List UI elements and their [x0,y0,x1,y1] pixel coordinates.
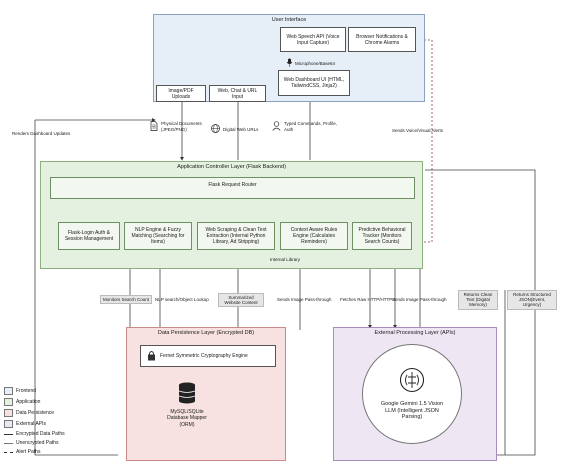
globe-icon [211,124,220,134]
returns-structured-label: Returns Structured JSON(Event, Urgency) [507,290,557,310]
summarized-label: Summarized Website Content [218,293,264,308]
legend-swatch [4,420,13,428]
microphone-icon [286,58,293,68]
legend-external: External APIs [4,420,78,428]
legend-encrypted: Encrypted Data Paths [4,431,78,437]
image-pass-2-label: Sends Image Pass-through [392,297,447,302]
monitors-search-label: Monitors Search Count [100,295,153,305]
legend-persistence: Data Persistence [4,409,78,417]
digital-urls-label: Digital Web URLs [223,126,259,132]
returns-clean-label: Returns Clean Text (Digital Memory) [458,290,498,310]
physical-docs-input: Physical Documents (JPEG/PNG) [150,121,203,132]
typed-commands-label: Typed Commands, Profile, Auth [284,121,338,132]
legend-label: Alert Paths [16,449,41,455]
module-rules: Context Aware Rules Engine (Calculates R… [280,222,348,250]
image-pass-1-label: Sends Image Pass-through [277,297,332,302]
nlp-search-label: NLP search/Object Lookup [155,297,209,302]
legend-label: Frontend [16,388,37,394]
legend-alert: Alert Paths [4,449,78,455]
lock-icon [147,350,156,363]
gemini-label: Google Gemini 1.5 Vision LLM (Intelligen… [380,400,444,421]
flask-router-box: Flask Request Router [50,177,415,199]
module-scraping: Web Scraping & Clean Text Extraction (In… [197,222,275,250]
flask-router-label: Flask Request Router [208,182,257,188]
module-auth: Flask-Login Auth & Session Management [58,222,120,250]
db-mapper-label: MySQL/SQLite Database Mapper (ORM) [167,409,207,428]
ui-layer-title: User Interface [271,17,307,23]
legend-line [4,442,13,444]
legend-line [4,451,13,453]
internal-library-label: Internal Library [270,257,301,262]
ext-layer-title: External Processing Layer (APIs) [374,330,456,336]
legend-label: External APIs [16,421,47,427]
legend-line [4,433,13,435]
legend-label: Encrypted Data Paths [16,431,65,437]
sends-voice-alerts-label: Sends Voice/Visual Alerts [392,128,443,133]
mic-label: Microphone/Base64 [286,58,335,68]
image-uploads-box: Image/PDF Uploads [156,85,206,102]
legend-label: Data Persistence [16,410,55,416]
module-tracker: Predictive Behavioral Tracker (Monitors … [352,222,412,250]
legend: Frontend Application Data Persistence Ex… [4,387,78,458]
crypto-engine-label: Fernet Symmetric Cryptography Engine [160,353,248,359]
dashboard-box: Web Dashboard UI (HTML, TailwindCSS, Jin… [278,70,350,96]
db-layer-title: Data Persistence Layer (Encrypted DB) [157,330,255,336]
typed-commands-input: Typed Commands, Profile, Auth [272,121,342,132]
user-icon [272,121,281,132]
gemini-circle: Google Gemini 1.5 Vision LLM (Intelligen… [362,344,462,444]
browser-notifications-box: Browser Notifications & Chrome Alarms [348,27,416,52]
mic-label-text: Microphone/Base64 [295,60,336,66]
database-icon [178,382,196,409]
fetches-raw-label: Fetches Raw HTTP/HTTPS [340,297,396,302]
physical-docs-label: Physical Documents (JPEG/PNG) [161,121,202,132]
legend-label: Application [16,399,41,405]
module-nlp: NLP Engine & Fuzzy Matching (Searching f… [124,222,192,250]
legend-swatch [4,409,13,417]
speech-api-box: Web Speech API (Voice Input Capture) [280,27,346,52]
legend-swatch [4,387,13,395]
app-layer-title: Application Controller Layer (Flask Back… [177,164,286,170]
web-chat-box: Web, Chat & URL Input [209,85,266,102]
legend-unencrypted: Unencrypted Paths [4,440,78,446]
legend-swatch [4,398,13,406]
legend-application: Application [4,398,78,406]
renders-dashboard-label: Renders Dashboard Updates [12,131,71,136]
legend-label: Unencrypted Paths [16,440,59,446]
crypto-engine-box: Fernet Symmetric Cryptography Engine [140,345,276,367]
legend-frontend: Frontend [4,387,78,395]
document-icon [150,121,158,132]
ai-brain-icon [399,367,425,398]
digital-urls-input: Digital Web URLs [211,124,258,134]
